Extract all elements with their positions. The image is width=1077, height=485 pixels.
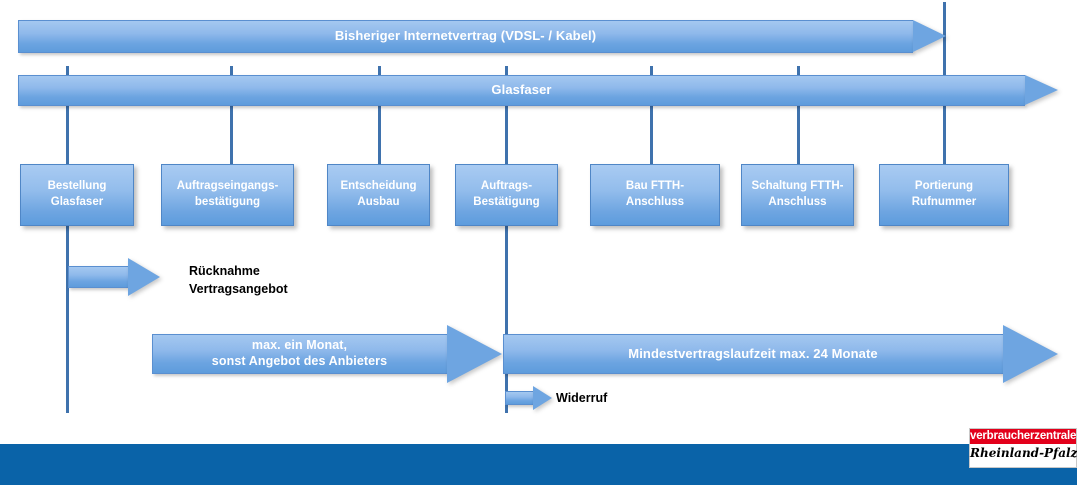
arrow-head-icon: [913, 20, 946, 52]
arrow-body: [152, 334, 447, 374]
step-box-entscheidung-ausbau[interactable]: Entscheidung Ausbau: [327, 164, 430, 226]
tick-mark-1: [66, 66, 69, 80]
tick-mark-6: [797, 66, 800, 80]
logo-wordmark: verbraucherzentrale: [970, 429, 1077, 444]
vertical-line-step-2: [230, 80, 233, 165]
vertical-line-step-5: [650, 80, 653, 165]
arrow-body: [68, 266, 128, 288]
step-box-bau-ftth-anschluss[interactable]: Bau FTTH- Anschluss: [590, 164, 720, 226]
step-box-auftragsbestaetigung[interactable]: Auftrags- Bestätigung: [455, 164, 558, 226]
arrow-mindestvertragslaufzeit: Mindestvertragslaufzeit max. 24 Monate: [503, 325, 1058, 383]
bar-body: [18, 75, 1025, 106]
timeline-bar-bisheriger-vertrag: Bisheriger Internetvertrag (VDSL- / Kabe…: [18, 20, 946, 53]
tick-mark-3: [378, 66, 381, 80]
verbraucherzentrale-logo: verbraucherzentrale Rheinland-Pfalz: [969, 428, 1077, 468]
vertical-line-step-1: [66, 80, 69, 413]
vertical-line-step-4: [505, 80, 508, 413]
vertical-line-portierung: [943, 2, 946, 108]
vertical-line-step-6: [797, 80, 800, 165]
arrow-max-ein-monat: max. ein Monat, sonst Angebot des Anbiet…: [152, 325, 502, 383]
footer-bar: [0, 444, 1077, 485]
logo-region-name: Rheinland-Pfalz: [970, 446, 1077, 460]
step-box-portierung-rufnummer[interactable]: Portierung Rufnummer: [879, 164, 1009, 226]
step-box-bestellung-glasfaser[interactable]: Bestellung Glasfaser: [20, 164, 134, 226]
arrow-head-icon: [1003, 325, 1058, 383]
caption-ruecknahme-vertragsangebot: Rücknahme Vertragsangebot: [189, 264, 288, 297]
arrow-head-icon: [447, 325, 502, 383]
arrow-body: [503, 334, 1003, 374]
bar-body: [18, 20, 913, 53]
arrow-head-icon: [1025, 75, 1058, 105]
tick-mark-5: [650, 66, 653, 80]
step-box-schaltung-ftth-anschluss[interactable]: Schaltung FTTH- Anschluss: [741, 164, 854, 226]
arrow-head-icon: [533, 386, 552, 410]
arrow-widerruf: [505, 386, 552, 410]
arrow-body: [505, 391, 533, 405]
timeline-bar-glasfaser: Glasfaser: [18, 75, 1058, 106]
step-box-auftragseingangsbestaetigung[interactable]: Auftragseingangs- bestätigung: [161, 164, 294, 226]
tick-mark-4: [505, 66, 508, 80]
caption-widerruf: Widerruf: [556, 391, 608, 405]
vertical-line-step-7: [943, 80, 946, 165]
tick-mark-2: [230, 66, 233, 80]
arrow-ruecknahme-vertragsangebot: [68, 258, 160, 296]
vertical-line-step-3: [378, 80, 381, 165]
arrow-head-icon: [128, 258, 160, 296]
